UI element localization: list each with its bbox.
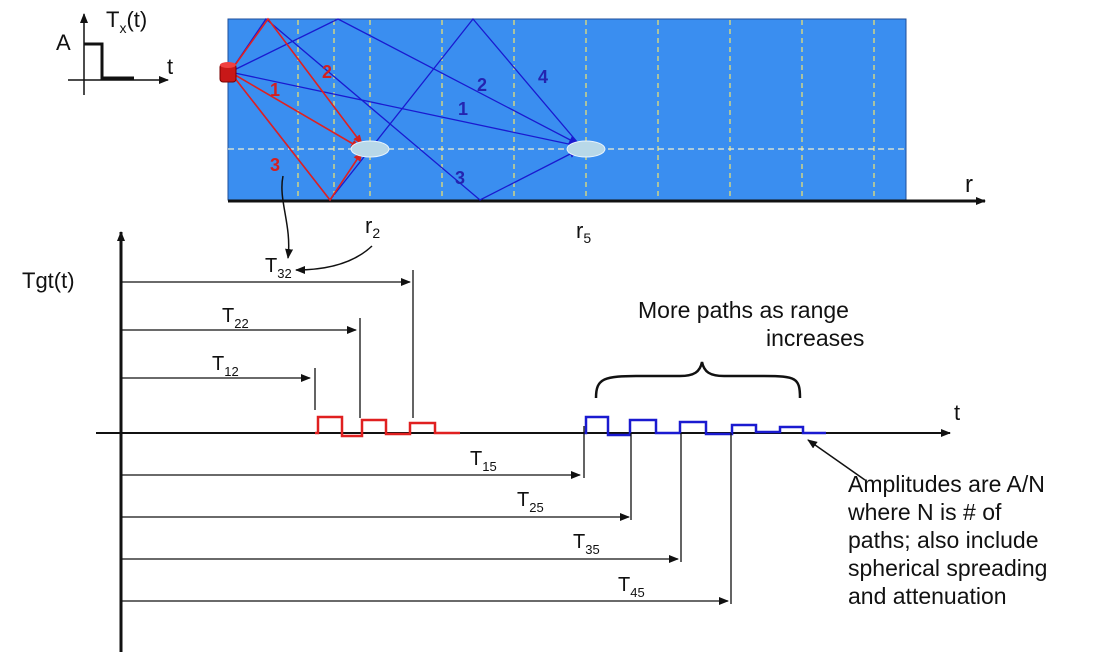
t32-label: T32 xyxy=(265,255,292,281)
red-path-label-2: 2 xyxy=(322,62,332,82)
more-paths-note: More paths as range increases xyxy=(638,296,864,352)
red-pulse-train xyxy=(315,415,460,438)
t22-label: T22 xyxy=(222,305,249,331)
amplitudes-line-5: and attenuation xyxy=(848,583,1007,609)
blue-path-label-1: 1 xyxy=(458,99,468,119)
blue-path-2 xyxy=(229,18,579,145)
red-path-label-3: 3 xyxy=(270,155,280,175)
amplitudes-line-1: Amplitudes are A/N xyxy=(848,471,1045,497)
inset-amplitude-label: A xyxy=(56,30,71,55)
range-r5-label: r5 xyxy=(576,218,591,246)
t25-label: T25 xyxy=(517,489,544,515)
t45-label: T45 xyxy=(618,574,645,600)
range-grid xyxy=(297,20,875,199)
blue-path-1 xyxy=(229,71,579,149)
range-axis-label: r xyxy=(965,171,973,198)
timeline-y-label: Tgt(t) xyxy=(22,268,75,293)
range-r2-label: r2 xyxy=(365,213,380,241)
amplitudes-line-2: where N is # of xyxy=(848,499,1002,525)
blue-path-label-3: 3 xyxy=(455,168,465,188)
more-paths-line-1: More paths as range xyxy=(638,297,849,323)
inset-func-label: Tx(t) xyxy=(106,7,147,36)
blue-path-3 xyxy=(229,18,579,201)
transmit-pulse-inset: A Tx(t) t xyxy=(56,7,173,95)
t12-label: T12 xyxy=(212,353,239,379)
target-r2 xyxy=(350,140,390,158)
amplitude-pointer-arrow xyxy=(807,439,866,481)
red-path-2 xyxy=(229,17,363,145)
t35-label: T35 xyxy=(573,531,600,557)
path3-to-t32-arrow xyxy=(281,175,294,259)
blue-path-label-2: 2 xyxy=(477,75,487,95)
paths-to-r2 xyxy=(229,17,363,202)
more-paths-brace xyxy=(594,361,802,399)
amplitudes-line-3: paths; also include xyxy=(848,527,1039,553)
red-path-1 xyxy=(229,71,361,149)
water-column xyxy=(227,18,907,201)
timeline-t-label: t xyxy=(954,400,960,425)
red-path-label-1: 1 xyxy=(270,80,280,100)
amplitudes-note: Amplitudes are A/N where N is # of paths… xyxy=(848,470,1047,610)
r2-to-t32-arrow xyxy=(295,245,373,274)
red-path-3 xyxy=(229,71,363,202)
target-r5 xyxy=(566,140,606,158)
source-transducer xyxy=(219,62,237,83)
blue-path-label-4: 4 xyxy=(538,67,548,87)
received-signal-timeline: Tgt(t) t T32 T22 T12 T15 T25 T35 T45 xyxy=(22,231,960,652)
inset-t-label: t xyxy=(167,54,173,79)
t15-label: T15 xyxy=(470,448,497,474)
amplitudes-line-4: spherical spreading xyxy=(848,555,1048,581)
blue-pulse-train xyxy=(584,415,826,437)
ocean-panel: r 2 1 3 4 2 1 3 r2 r5 xyxy=(219,17,986,246)
more-paths-line-2: increases xyxy=(766,325,865,351)
inset-pulse xyxy=(84,42,134,80)
